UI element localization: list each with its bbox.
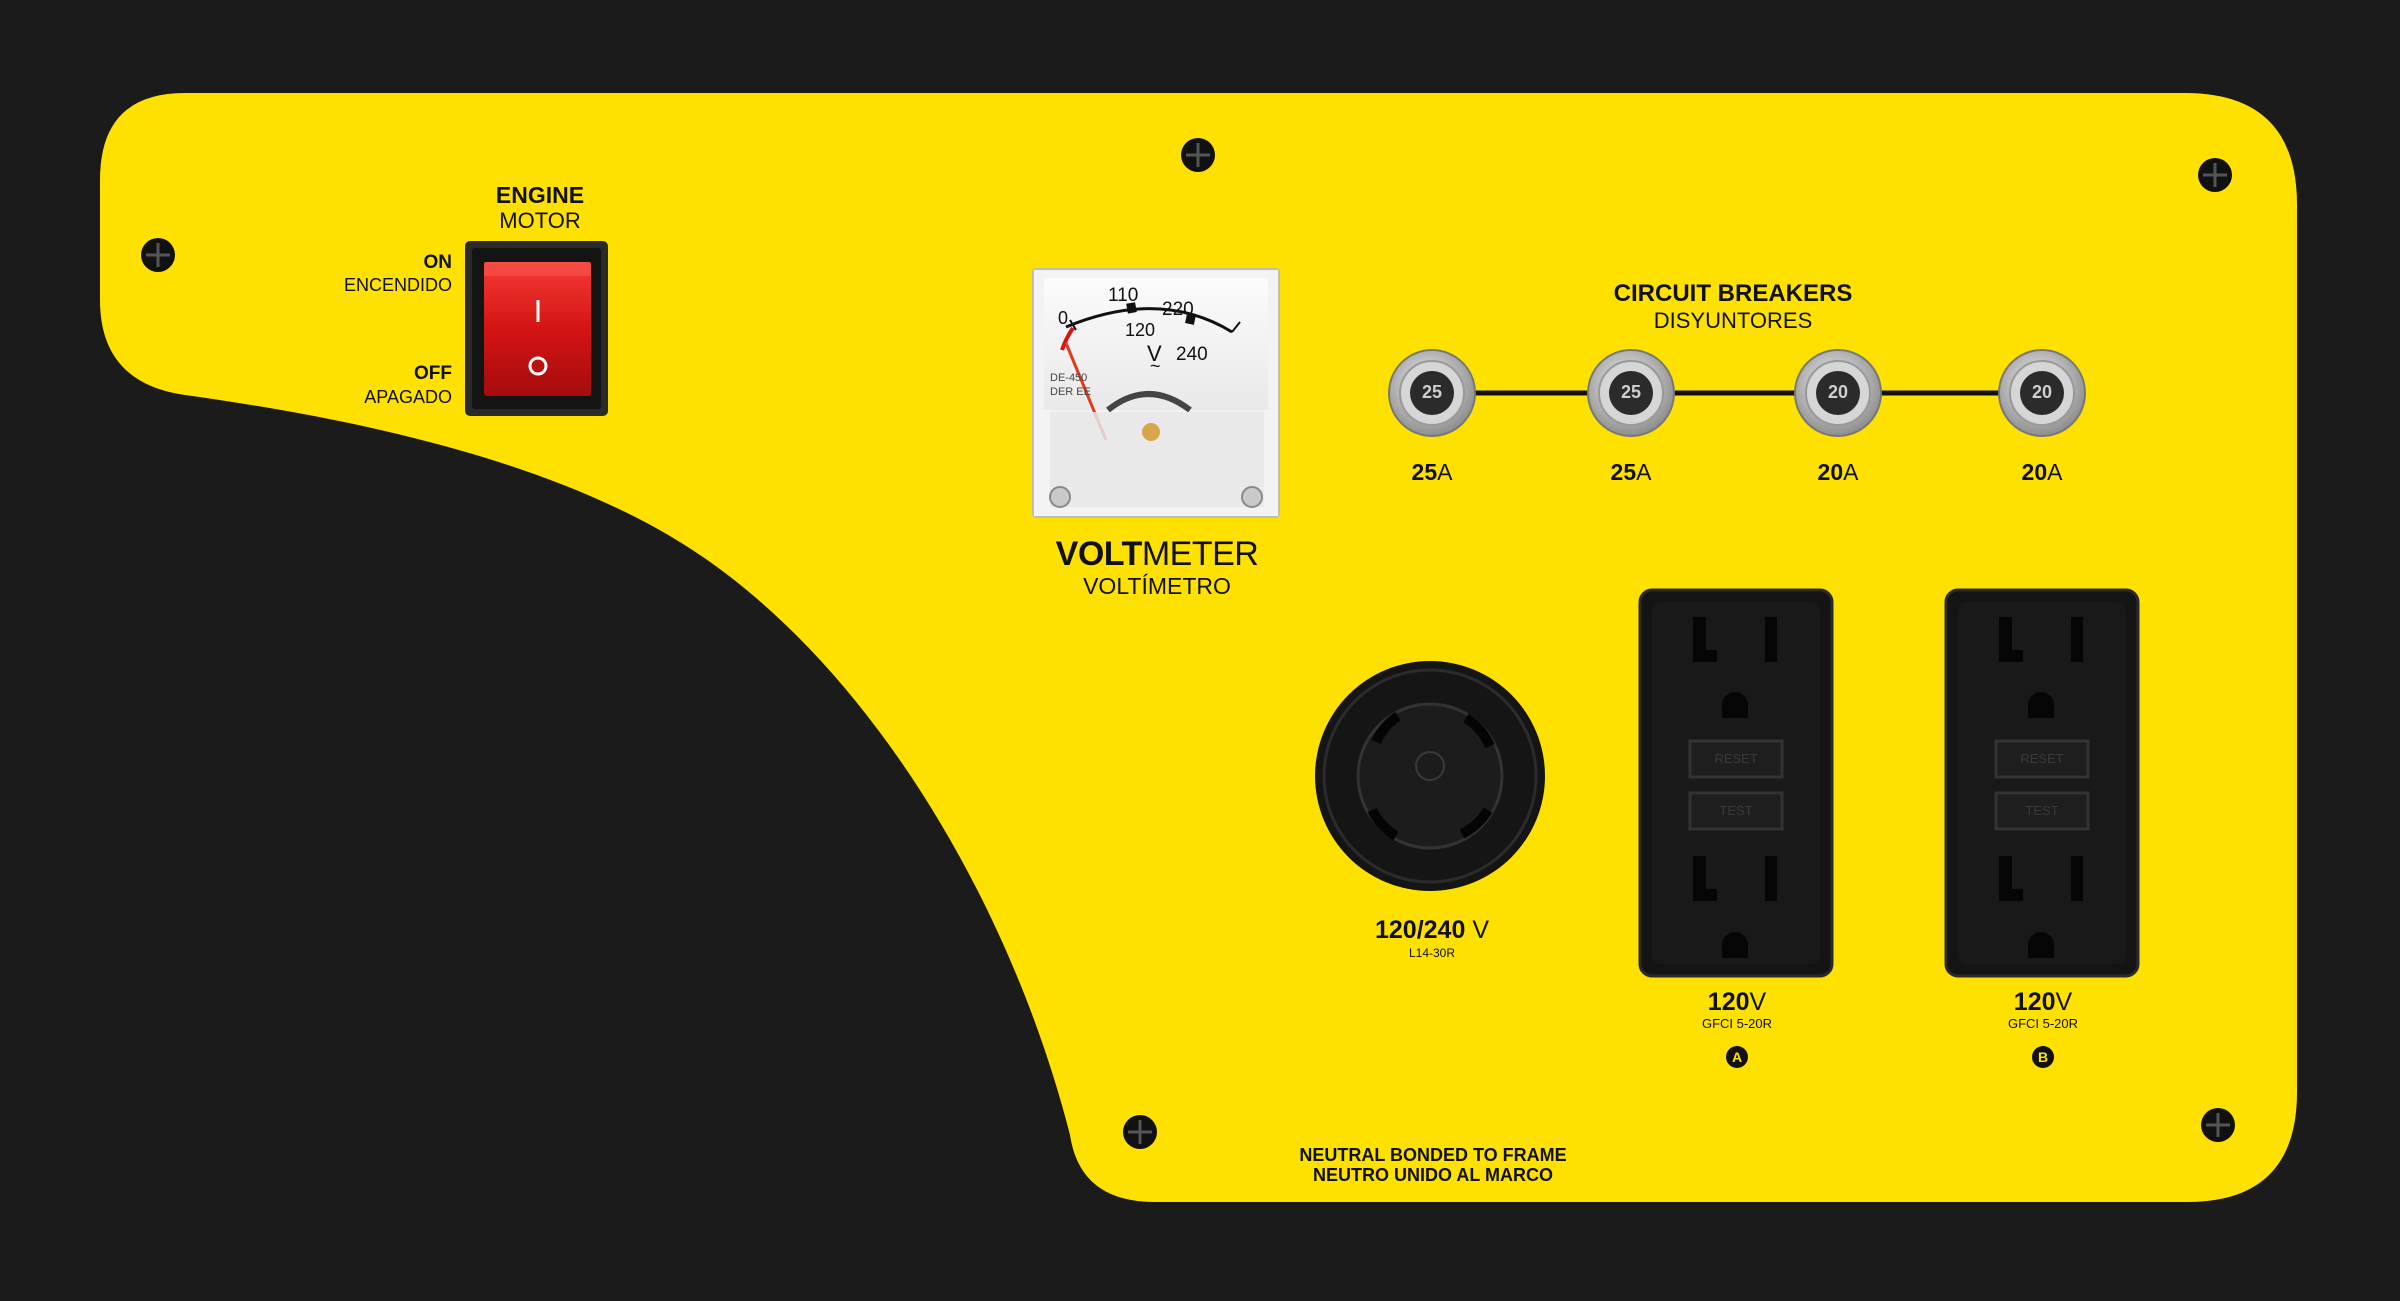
gfci-test-button[interactable] (1994, 791, 2090, 831)
voltmeter-scale-220: 220 (1162, 299, 1194, 320)
outlet-a-badge (1726, 1046, 1748, 1068)
breaker-cap-2: 25 (1620, 382, 1642, 402)
screw-icon (1123, 1115, 1157, 1149)
voltmeter-scale-120: 120 (1125, 320, 1156, 340)
engine-rocker-switch[interactable] (465, 241, 608, 416)
voltmeter-title: VOLTMETER (1056, 535, 1259, 574)
voltmeter-unit: V (1147, 341, 1162, 366)
voltmeter-mark-110 (1126, 302, 1137, 314)
breaker-rating-2: 25A (1611, 459, 1652, 486)
circuit-breaker-4[interactable] (1998, 349, 2086, 437)
breakers-title: CIRCUIT BREAKERS (1613, 280, 1853, 307)
twist-lock-slot (1463, 713, 1495, 749)
outlet-bottom-receptacle (1693, 856, 1777, 958)
gfci-test-button[interactable] (1688, 791, 1784, 831)
engine-title-es: MOTOR (499, 208, 581, 233)
gfci-voltage-unit: V (2055, 988, 2073, 1016)
voltmeter-mark-220 (1185, 313, 1196, 325)
voltmeter-scale-tick (1069, 319, 1077, 331)
breaker-rating-4: 20A (2022, 459, 2063, 486)
voltmeter-ac-symbol: ~ (1150, 356, 1161, 376)
switch-on-label-es: ENCENDIDO (343, 275, 452, 295)
twistlock-voltage-unit: V (1472, 916, 1490, 944)
gfci-test-label: TEST (2025, 803, 2059, 818)
outlet-top-receptacle (1999, 617, 2083, 718)
twist-lock-outlet[interactable] (1315, 661, 1545, 891)
screw-icon (2198, 158, 2232, 192)
gfci-reset-button[interactable] (1688, 739, 1784, 779)
breaker-rating-unit: A (1843, 459, 1859, 485)
gfci-b-model: GFCI 5-20R (2007, 1016, 2079, 1031)
circuit-breaker-3[interactable] (1794, 349, 1882, 437)
screw-icon (1181, 138, 1215, 172)
twistlock-voltage: 120/240 V (1375, 916, 1489, 945)
breaker-rating-value: 20 (1817, 459, 1844, 485)
voltmeter-scale-0: 0 (1058, 308, 1069, 328)
twistlock-voltage-value: 120/240 (1374, 916, 1466, 944)
gfci-outlet-b[interactable] (1944, 588, 2140, 978)
voltmeter-red-zone (1060, 326, 1075, 351)
voltmeter-scale (1065, 307, 1233, 334)
twist-lock-slot (1371, 711, 1401, 745)
breaker-rating-1: 25A (1412, 459, 1453, 486)
switch-on-label: ON (423, 252, 453, 273)
outlet-b-badge (2032, 1046, 2054, 1068)
outlet-top-receptacle (1693, 617, 1777, 718)
engine-title: ENGINE (495, 182, 585, 208)
gfci-reset-label: RESET (1714, 751, 1758, 766)
switch-off-label: OFF (414, 363, 452, 384)
gfci-voltage-value: 120 (1707, 988, 1750, 1016)
breaker-rating-3: 20A (1818, 459, 1859, 486)
neutral-notice-line2: NEUTRO UNIDO AL MARCO (1313, 1165, 1553, 1185)
outlet-bottom-receptacle (1999, 856, 2083, 958)
circuit-breaker-2[interactable] (1587, 349, 1675, 437)
gfci-b-voltage: 120V (2014, 988, 2072, 1017)
voltmeter-scale-240: 240 (1176, 344, 1208, 365)
voltmeter-mechanism (1106, 391, 1192, 413)
breaker-cap-3: 20 (1827, 382, 1849, 402)
gfci-test-label: TEST (1719, 803, 1753, 818)
twistlock-model: L14-30R (1408, 946, 1456, 960)
gfci-b-id: B (2037, 1049, 2049, 1065)
switch-off-symbol (528, 356, 548, 376)
ul-listing-mark-icon (1415, 751, 1445, 781)
breaker-rating-value: 20 (2021, 459, 2048, 485)
voltmeter-title-bold: VOLT (1055, 535, 1143, 573)
breaker-rating-unit: A (1636, 459, 1652, 485)
gfci-reset-label: RESET (2020, 751, 2064, 766)
breaker-cap-4: 20 (2031, 382, 2053, 402)
switch-off-label-es: APAGADO (364, 387, 452, 407)
gfci-reset-button[interactable] (1994, 739, 2090, 779)
gfci-voltage-unit: V (1749, 988, 1767, 1016)
twist-lock-slot (1367, 807, 1399, 841)
gfci-a-model: GFCI 5-20R (1701, 1016, 1773, 1031)
breaker-rating-unit: A (2047, 459, 2063, 485)
circuit-breaker-1[interactable] (1388, 349, 1476, 437)
gfci-a-voltage: 120V (1708, 988, 1766, 1017)
breaker-rating-value: 25 (1411, 459, 1438, 485)
voltmeter (1032, 268, 1280, 518)
voltmeter-title-light: METER (1141, 535, 1259, 573)
twist-lock-slot (1459, 807, 1493, 839)
voltmeter-scale-tick (1231, 321, 1241, 333)
voltmeter-model-sub: DER EE (1050, 386, 1091, 398)
voltmeter-title-es: VOLTÍMETRO (1083, 573, 1231, 599)
gfci-outlet-a[interactable] (1638, 588, 1834, 978)
gfci-voltage-value: 120 (2013, 988, 2056, 1016)
breaker-rating-unit: A (1437, 459, 1453, 485)
screw-icon (2201, 1108, 2235, 1142)
gfci-a-id: A (1731, 1049, 1743, 1065)
breaker-rating-value: 25 (1610, 459, 1637, 485)
voltmeter-pivot (1142, 423, 1160, 441)
neutral-notice-line1: NEUTRAL BONDED TO FRAME (1299, 1145, 1567, 1165)
screw-icon (141, 238, 175, 272)
breakers-title-es: DISYUNTORES (1653, 308, 1813, 333)
voltmeter-mount-screw-left (1049, 486, 1071, 508)
breaker-cap-1: 25 (1421, 382, 1443, 402)
voltmeter-model: DE-450 (1050, 372, 1088, 384)
voltmeter-mount-screw-right (1241, 486, 1263, 508)
voltmeter-scale-110: 110 (1108, 285, 1139, 306)
